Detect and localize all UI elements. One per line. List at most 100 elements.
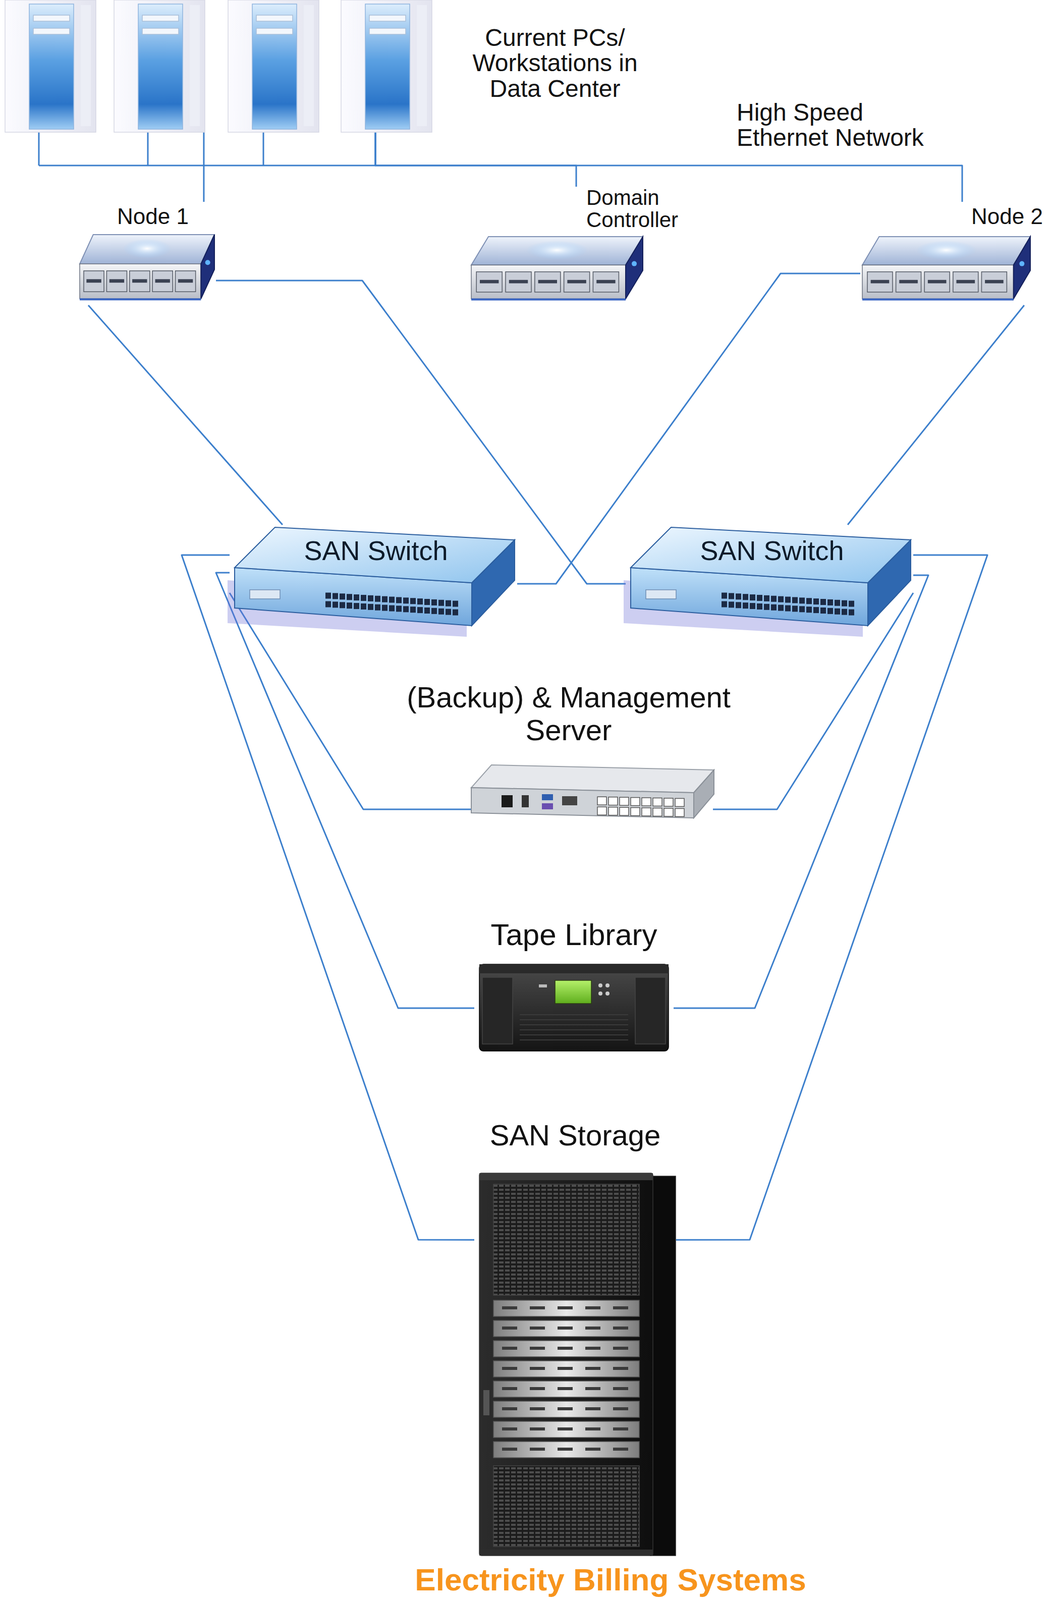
drive-bay-slot — [927, 280, 947, 284]
drive-handle — [502, 1366, 518, 1370]
switch-port — [360, 603, 367, 610]
switch-port — [763, 603, 770, 611]
tape-groove — [519, 1014, 629, 1016]
switch-label-plate — [645, 589, 677, 599]
illustration-group — [623, 527, 911, 637]
drive-bay-slot — [899, 280, 918, 284]
drive-handle — [557, 1387, 573, 1391]
illustration-group — [227, 527, 515, 637]
drive-bay — [106, 270, 127, 292]
network-port — [619, 807, 629, 816]
switch-port — [785, 596, 791, 603]
drive-handle — [585, 1326, 601, 1330]
switch-port — [325, 600, 331, 607]
drive-handle — [585, 1387, 601, 1391]
network-cable — [202, 132, 205, 202]
drive-handle — [613, 1326, 629, 1330]
switch-port — [346, 593, 353, 600]
system-caption: Electricity Billing Systems — [358, 1563, 863, 1596]
drive-bay-slot — [86, 279, 101, 283]
drive-bay-slot — [870, 280, 890, 284]
network-cable — [215, 572, 475, 1009]
network-port — [641, 797, 651, 806]
rack-base — [479, 1549, 653, 1556]
drive-handle — [557, 1366, 573, 1370]
drive-handle — [557, 1407, 573, 1411]
power-socket — [501, 795, 513, 808]
pc-drive-slot — [256, 15, 293, 22]
rack-grille — [493, 1184, 640, 1296]
switch-port — [367, 595, 374, 602]
drive-handle — [585, 1407, 601, 1411]
cluster-node-server: Node 1 — [79, 201, 216, 306]
switch-port — [813, 606, 819, 614]
management-server: (Backup) & Management Server — [379, 681, 758, 833]
pc-drive-slot — [33, 28, 70, 35]
drive-handle — [502, 1306, 518, 1310]
drive-handle — [585, 1306, 601, 1310]
network-port — [675, 808, 685, 817]
drive-handle — [502, 1326, 518, 1330]
rack-side — [650, 1176, 676, 1556]
network-cable — [88, 305, 283, 525]
drive-handle — [557, 1447, 573, 1451]
drive-handle — [585, 1366, 601, 1370]
drive-handle — [557, 1346, 573, 1350]
san-switch: SAN Switch — [229, 524, 518, 651]
drive-shelf — [493, 1340, 640, 1357]
switch-port — [799, 597, 805, 604]
node-label: Node 1 — [117, 204, 213, 229]
control-button — [598, 983, 603, 988]
server-edge — [862, 298, 1014, 301]
drive-handle — [613, 1447, 629, 1451]
ethernet-bus — [38, 164, 376, 167]
drive-handle — [557, 1306, 573, 1310]
magazine-door — [482, 977, 513, 1044]
drive-bay — [505, 271, 532, 293]
power-switch — [521, 795, 529, 808]
switch-port — [417, 606, 423, 614]
server-glow — [526, 240, 588, 260]
switch-port — [778, 604, 784, 612]
drive-handle — [613, 1387, 629, 1391]
pc-front-panel — [29, 4, 74, 130]
switch-port — [396, 596, 402, 603]
node-label: Domain Controller — [586, 186, 708, 232]
drive-bay — [152, 270, 173, 292]
drive-shelf — [493, 1360, 640, 1377]
drive-handle — [585, 1447, 601, 1451]
rack-grille — [493, 1465, 640, 1547]
switch-port — [410, 606, 416, 613]
pc-front-panel — [365, 4, 410, 130]
switch-port — [721, 592, 728, 599]
magazine-door — [635, 977, 666, 1044]
switch-port — [374, 595, 381, 602]
cluster-node-server: Node 2 — [860, 201, 1047, 306]
control-button — [598, 991, 603, 996]
server-front — [79, 263, 201, 299]
drive-bay-slot — [956, 280, 975, 284]
drive-shelf — [493, 1421, 640, 1438]
switch-port — [389, 605, 395, 612]
pc-drive-slot — [142, 28, 179, 35]
drive-shelf — [493, 1401, 640, 1418]
drive-handle — [613, 1346, 629, 1350]
drive-handle — [529, 1346, 545, 1350]
tape-library: Tape Library — [474, 915, 674, 1055]
ethernet-drop — [38, 132, 40, 166]
switch-label-plate — [249, 589, 281, 599]
switch-port — [452, 600, 459, 607]
switch-port — [778, 596, 784, 603]
drive-handle — [557, 1427, 573, 1431]
drive-handle — [529, 1447, 545, 1451]
switch-port — [813, 598, 819, 605]
illustration-group — [79, 234, 215, 300]
server-glow — [916, 240, 977, 260]
switch-port — [848, 600, 855, 607]
switch-port — [721, 600, 728, 607]
ethernet-drop — [262, 132, 265, 166]
drive-handle — [529, 1326, 545, 1330]
pc-front-panel — [252, 4, 297, 130]
network-port — [630, 797, 640, 806]
